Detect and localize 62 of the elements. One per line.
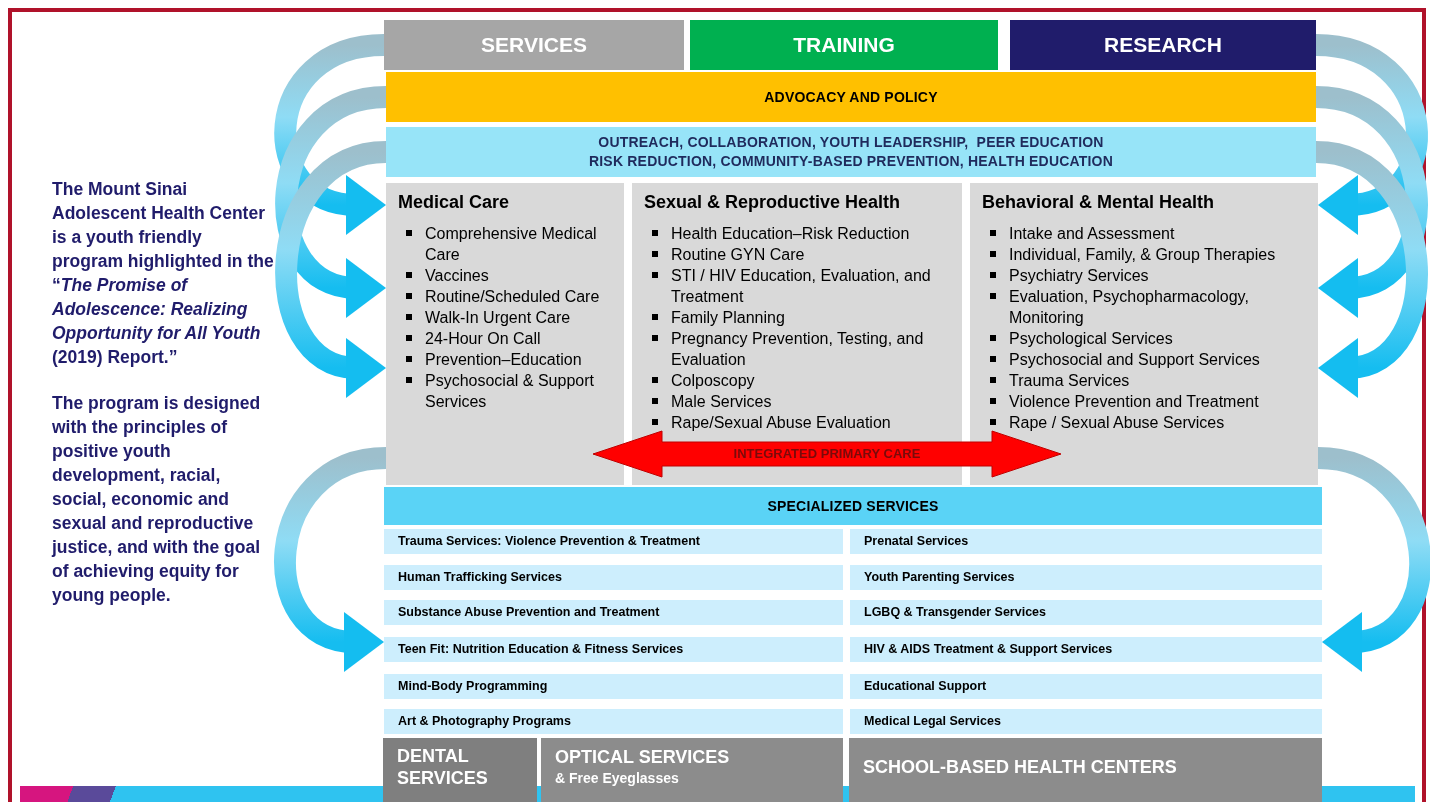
service-row: Art & Photography Programs (384, 709, 843, 734)
curved-arrow (275, 141, 388, 396)
block-title: DENTAL SERVICES (397, 745, 489, 789)
list-item: Male Services (671, 392, 772, 412)
list-item: Routine/Scheduled Care (425, 287, 600, 307)
specialized-band: SPECIALIZED SERVICES (384, 487, 1322, 525)
category-panel (632, 183, 962, 485)
list-item: Health Education–Risk Reduction (671, 224, 910, 244)
list-item: Violence Prevention and Treatment (1009, 392, 1259, 412)
service-row: Youth Parenting Services (850, 565, 1322, 590)
header-tab: TRAINING (690, 20, 998, 70)
block-subtitle: & Free Eyeglasses (555, 769, 680, 788)
service-row: HIV & AIDS Treatment & Support Services (850, 637, 1322, 662)
list-item: Psychiatry Services (1009, 266, 1149, 286)
panel-heading: Sexual & Reproductive Health (644, 191, 902, 213)
double-arrow-banner (592, 430, 1062, 478)
service-row: Mind-Body Programming (384, 674, 843, 699)
list-item: Walk-In Urgent Care (425, 308, 571, 328)
service-row: Teen Fit: Nutrition Education & Fitness Services (384, 637, 843, 662)
policy-band: ADVOCACY AND POLICY (386, 72, 1316, 122)
list-item: Evaluation, Psychopharmacology, Monitoring (1009, 287, 1250, 328)
service-block (541, 738, 843, 802)
list-item: Family Planning (671, 308, 785, 328)
header-tab: SERVICES (384, 20, 684, 70)
list-item: Routine GYN Care (671, 245, 805, 265)
list-item: Intake and Assessment (1009, 224, 1175, 244)
block-title: OPTICAL SERVICES (555, 746, 731, 768)
list-item: Vaccines (425, 266, 489, 286)
service-block (383, 738, 537, 802)
panel-heading: Medical Care (398, 191, 511, 213)
service-row: Trauma Services: Violence Prevention & Treatment (384, 529, 843, 554)
description-text: The Mount Sinai Adolescent Health Center is a youth friendly program highlighted in the “The Promise of Adolescence: Realizing Opportunity for All Youth (2019) Report.” (52, 178, 274, 369)
service-row: LGBQ & Transgender Services (850, 600, 1322, 625)
list-item: Trauma Services (1009, 371, 1130, 391)
service-row: Human Trafficking Services (384, 565, 843, 590)
list-item: STI / HIV Education, Evaluation, and Treatment (671, 266, 932, 307)
outreach-band: OUTREACH, COLLABORATION, YOUTH LEADERSHIP, PEER EDUCATION RISK REDUCTION, COMMUNITY-BASED PREVENTION, HEALTH EDUCATION (386, 127, 1316, 177)
list-item: Psychological Services (1009, 329, 1173, 349)
list-item: Psychosocial and Support Services (1009, 350, 1260, 370)
service-row: Educational Support (850, 674, 1322, 699)
category-panel (386, 183, 624, 485)
list-item: Psychosocial & Support Services (425, 371, 595, 412)
service-row: Medical Legal Services (850, 709, 1322, 734)
description-text: The program is designed with the principles of positive youth development, racial, social, economic and sexual and reproductive justice, and with the goal of achieving equity for young people. (52, 392, 262, 607)
service-row: Substance Abuse Prevention and Treatment (384, 600, 843, 625)
list-item: Colposcopy (671, 371, 755, 391)
banner-text: INTEGRATED PRIMARY CARE (733, 445, 921, 464)
list-item: Pregnancy Prevention, Testing, and Evaluation (671, 329, 925, 370)
list-item: Individual, Family, & Group Therapies (1009, 245, 1276, 265)
service-block (849, 738, 1322, 802)
list-item: Rape/Sexual Abuse Evaluation (671, 413, 891, 433)
list-item: Comprehensive Medical Care (425, 224, 598, 265)
curved-arrow (274, 447, 388, 671)
list-item: 24-Hour On Call (425, 329, 541, 349)
curved-arrow (275, 86, 388, 316)
service-row: Prenatal Services (850, 529, 1322, 554)
list-item: Rape / Sexual Abuse Services (1009, 413, 1225, 433)
category-panel (970, 183, 1318, 485)
list-item: Prevention–Education (425, 350, 582, 370)
block-title: SCHOOL-BASED HEALTH CENTERS (863, 756, 1178, 778)
header-tab: RESEARCH (1010, 20, 1316, 70)
panel-heading: Behavioral & Mental Health (982, 191, 1216, 213)
